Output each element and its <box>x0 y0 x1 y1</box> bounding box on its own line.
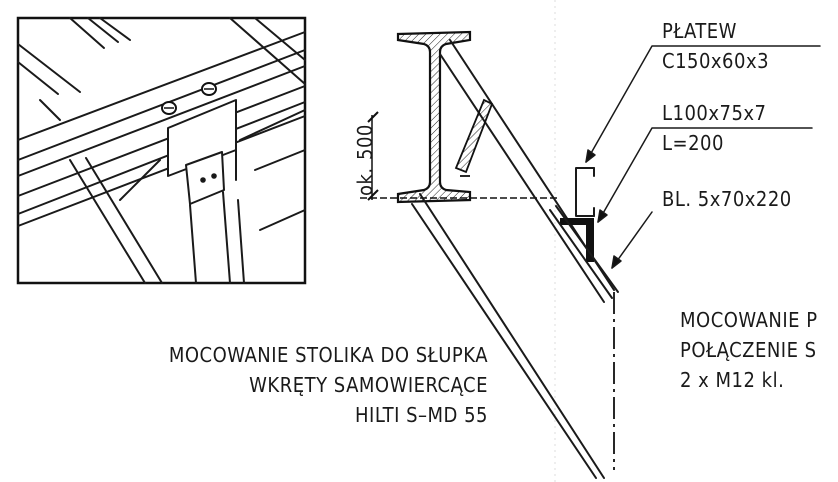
brace-rod <box>454 98 494 177</box>
view-frame <box>16 16 307 285</box>
iso-beam-diagonal <box>17 17 306 95</box>
plate-and-washers <box>549 205 619 299</box>
note-left-line3: HILTI S–MD 55 <box>355 403 488 427</box>
iso-bolts <box>161 82 217 115</box>
dimension-value: 500 <box>353 124 377 160</box>
note-right-line1: MOCOWANIE P <box>680 308 818 332</box>
i-beam-section <box>396 30 472 204</box>
dimension-prefix: ok. <box>353 167 377 196</box>
i-beam-hatched <box>396 30 472 204</box>
purlin-section: C150x60x3 <box>662 49 769 73</box>
isometric-view <box>16 16 307 285</box>
note-right: MOCOWANIE P POŁĄCZENIE S 2 x M12 kl. <box>680 308 818 392</box>
note-left: MOCOWANIE STOLIKA DO SŁUPKA WKRĘTY SAMOW… <box>169 343 488 427</box>
note-left-line2: WKRĘTY SAMOWIERCĄCE <box>249 373 488 397</box>
purlin-c-section <box>575 167 595 217</box>
purlin-label: PŁATEW <box>662 19 737 43</box>
note-left-line1: MOCOWANIE STOLIKA DO SŁUPKA <box>169 343 488 367</box>
section-labels: PŁATEW C150x60x3 L100x75x7 L=200 BL. 5x7… <box>662 19 792 211</box>
iso-purlin <box>17 31 306 227</box>
iso-post <box>189 149 245 284</box>
angle-bracket <box>560 218 594 262</box>
iso-lower-members <box>39 99 306 284</box>
note-right-line3: 2 x M12 kl. <box>680 368 784 392</box>
plate-label: BL. 5x70x220 <box>662 187 792 211</box>
angle-length: L=200 <box>662 131 724 155</box>
angle-section: L100x75x7 <box>662 101 766 125</box>
iso-bracket <box>167 99 237 205</box>
note-right-line2: POŁĄCZENIE S <box>680 338 817 362</box>
dimension-500: ok. 500 <box>353 111 560 201</box>
leader-lines <box>585 45 821 269</box>
